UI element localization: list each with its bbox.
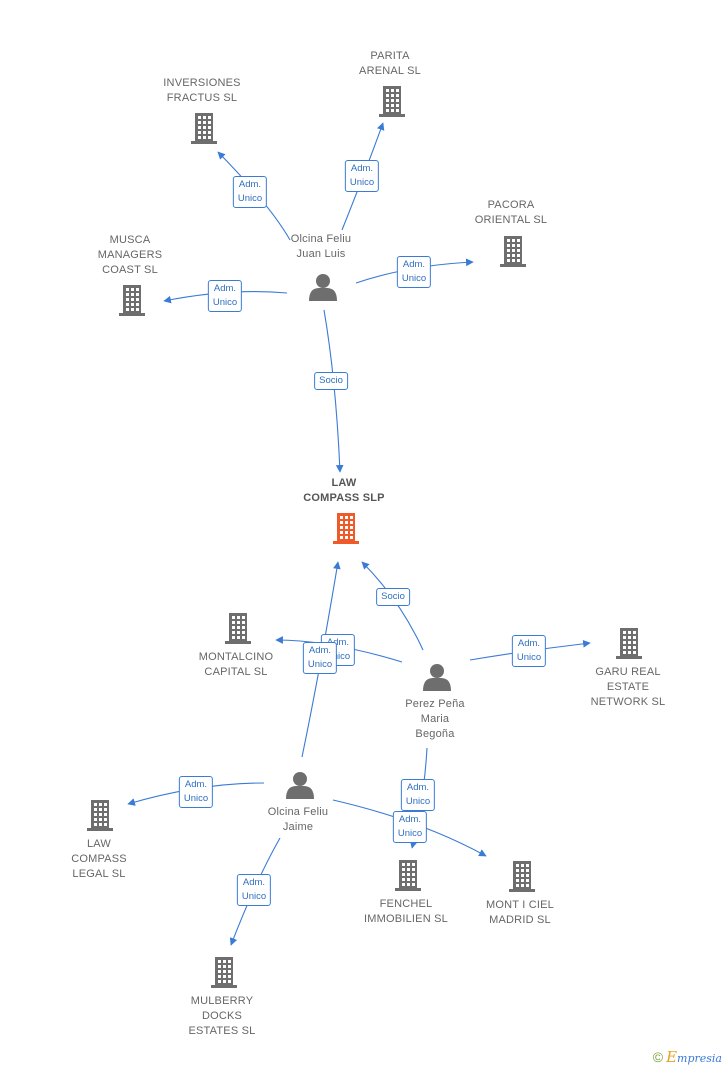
edge-label-olcina_jaime-montiel[interactable]: Adm. Unico xyxy=(392,811,428,843)
node-label-perez[interactable]: Perez Peña Maria Begoña xyxy=(405,698,465,740)
node-label-olcina_juan[interactable]: Olcina Feliu Juan Luis xyxy=(290,233,352,260)
node-label-garu[interactable]: GARU REAL ESTATE NETWORK SL xyxy=(590,666,666,708)
node-label-parita[interactable]: PARITA ARENAL SL xyxy=(359,50,421,77)
node-label-olcina_jaime[interactable]: Olcina Feliu Jaime xyxy=(267,806,329,833)
edge-label-olcina_juan-inversiones[interactable]: Adm. Unico xyxy=(232,176,268,208)
footer-brand: © Empresia xyxy=(653,1048,722,1066)
building-icon-montiel[interactable] xyxy=(509,861,535,892)
node-label-musca[interactable]: MUSCA MANAGERS COAST SL xyxy=(97,234,163,276)
edge-label-olcina_juan-pacora[interactable]: Adm. Unico xyxy=(396,256,432,288)
edge-label-olcina_juan-musca[interactable]: Adm. Unico xyxy=(207,280,243,312)
edge-label-olcina_jaime-law_legal[interactable]: Adm. Unico xyxy=(178,776,214,808)
edge-label-perez-garu[interactable]: Adm. Unico xyxy=(511,635,547,667)
building-icon-musca[interactable] xyxy=(119,285,145,316)
person-icon-olcina_juan[interactable] xyxy=(309,274,337,301)
edge-olcina_juan-to-law_compass xyxy=(323,309,344,473)
building-icon-garu[interactable] xyxy=(616,628,642,659)
edge-label-olcina_juan-law_compass[interactable]: Socio xyxy=(314,372,348,390)
building-icon-inversiones[interactable] xyxy=(191,113,217,144)
node-label-fenchel[interactable]: FENCHEL IMMOBILIEN SL xyxy=(364,898,448,925)
building-icon-law_legal[interactable] xyxy=(87,800,113,831)
edge-label-olcina_jaime-law_compass[interactable]: Adm. Unico xyxy=(302,642,338,674)
building-icon-pacora[interactable] xyxy=(500,236,526,267)
brand-logo: Empresia xyxy=(666,1048,722,1066)
building-icon-parita[interactable] xyxy=(379,86,405,117)
edge-label-olcina_jaime-mulberry[interactable]: Adm. Unico xyxy=(236,874,272,906)
edge-perez-to-law_compass xyxy=(361,561,424,651)
person-icon-olcina_jaime[interactable] xyxy=(286,772,314,799)
edge-label-olcina_juan-parita[interactable]: Adm. Unico xyxy=(344,160,380,192)
node-label-montiel[interactable]: MONT I CIEL MADRID SL xyxy=(485,899,554,926)
node-label-law_compass[interactable]: LAW COMPASS SLP xyxy=(303,477,385,504)
node-label-law_legal[interactable]: LAW COMPASS LEGAL SL xyxy=(71,838,127,880)
person-icon-perez[interactable] xyxy=(423,664,451,691)
node-label-mulberry[interactable]: MULBERRY DOCKS ESTATES SL xyxy=(188,995,256,1037)
copyright-icon: © xyxy=(652,1049,664,1065)
building-icon-fenchel[interactable] xyxy=(395,860,421,891)
edge-label-perez-fenchel[interactable]: Adm. Unico xyxy=(400,779,436,811)
node-label-inversiones[interactable]: INVERSIONES FRACTUS SL xyxy=(163,77,241,104)
building-icon-mulberry[interactable] xyxy=(211,957,237,988)
node-label-montalcino[interactable]: MONTALCINO CAPITAL SL xyxy=(198,651,274,678)
main-company-building-icon[interactable] xyxy=(333,513,359,544)
building-icon-montalcino[interactable] xyxy=(225,613,251,644)
node-label-pacora[interactable]: PACORA ORIENTAL SL xyxy=(474,199,548,226)
edge-label-perez-law_compass[interactable]: Socio xyxy=(376,588,410,606)
